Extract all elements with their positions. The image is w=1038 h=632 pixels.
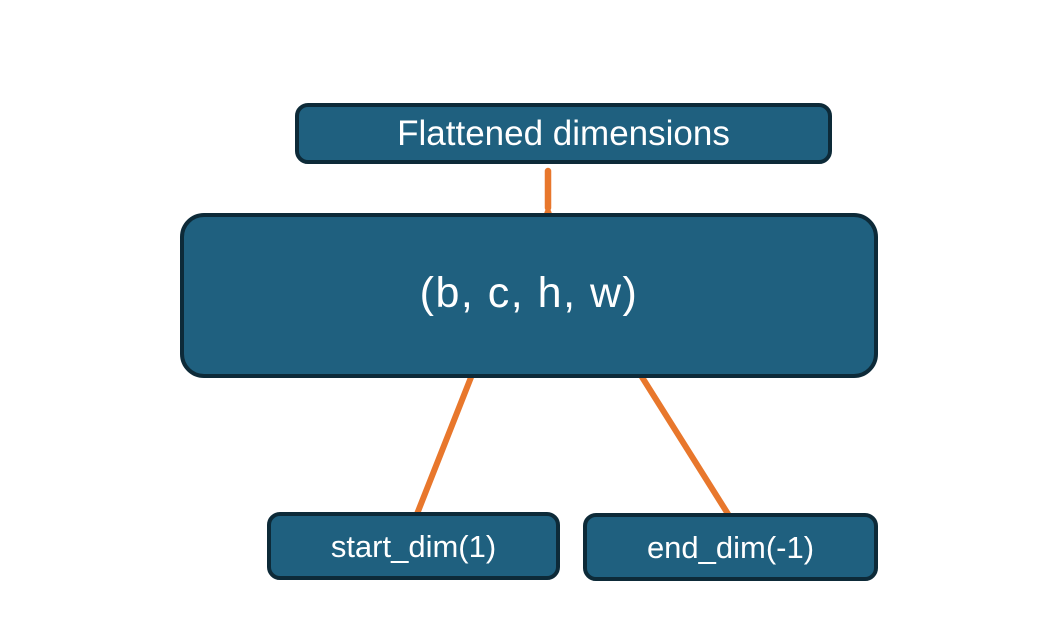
flattened-dimensions-label: Flattened dimensions [397, 114, 730, 153]
start-dim-label: start_dim(1) [330, 528, 497, 564]
tensor-shape-box: (b, c, h, w) [180, 213, 878, 378]
end-dim-label: end_dim(-1) [646, 529, 815, 565]
flattened-dimensions-box: Flattened dimensions [295, 103, 832, 164]
end-dim-box: end_dim(-1) [583, 513, 878, 581]
tensor-shape-label: (b, c, h, w) [419, 269, 639, 317]
start-dim-box: start_dim(1) [267, 512, 560, 580]
